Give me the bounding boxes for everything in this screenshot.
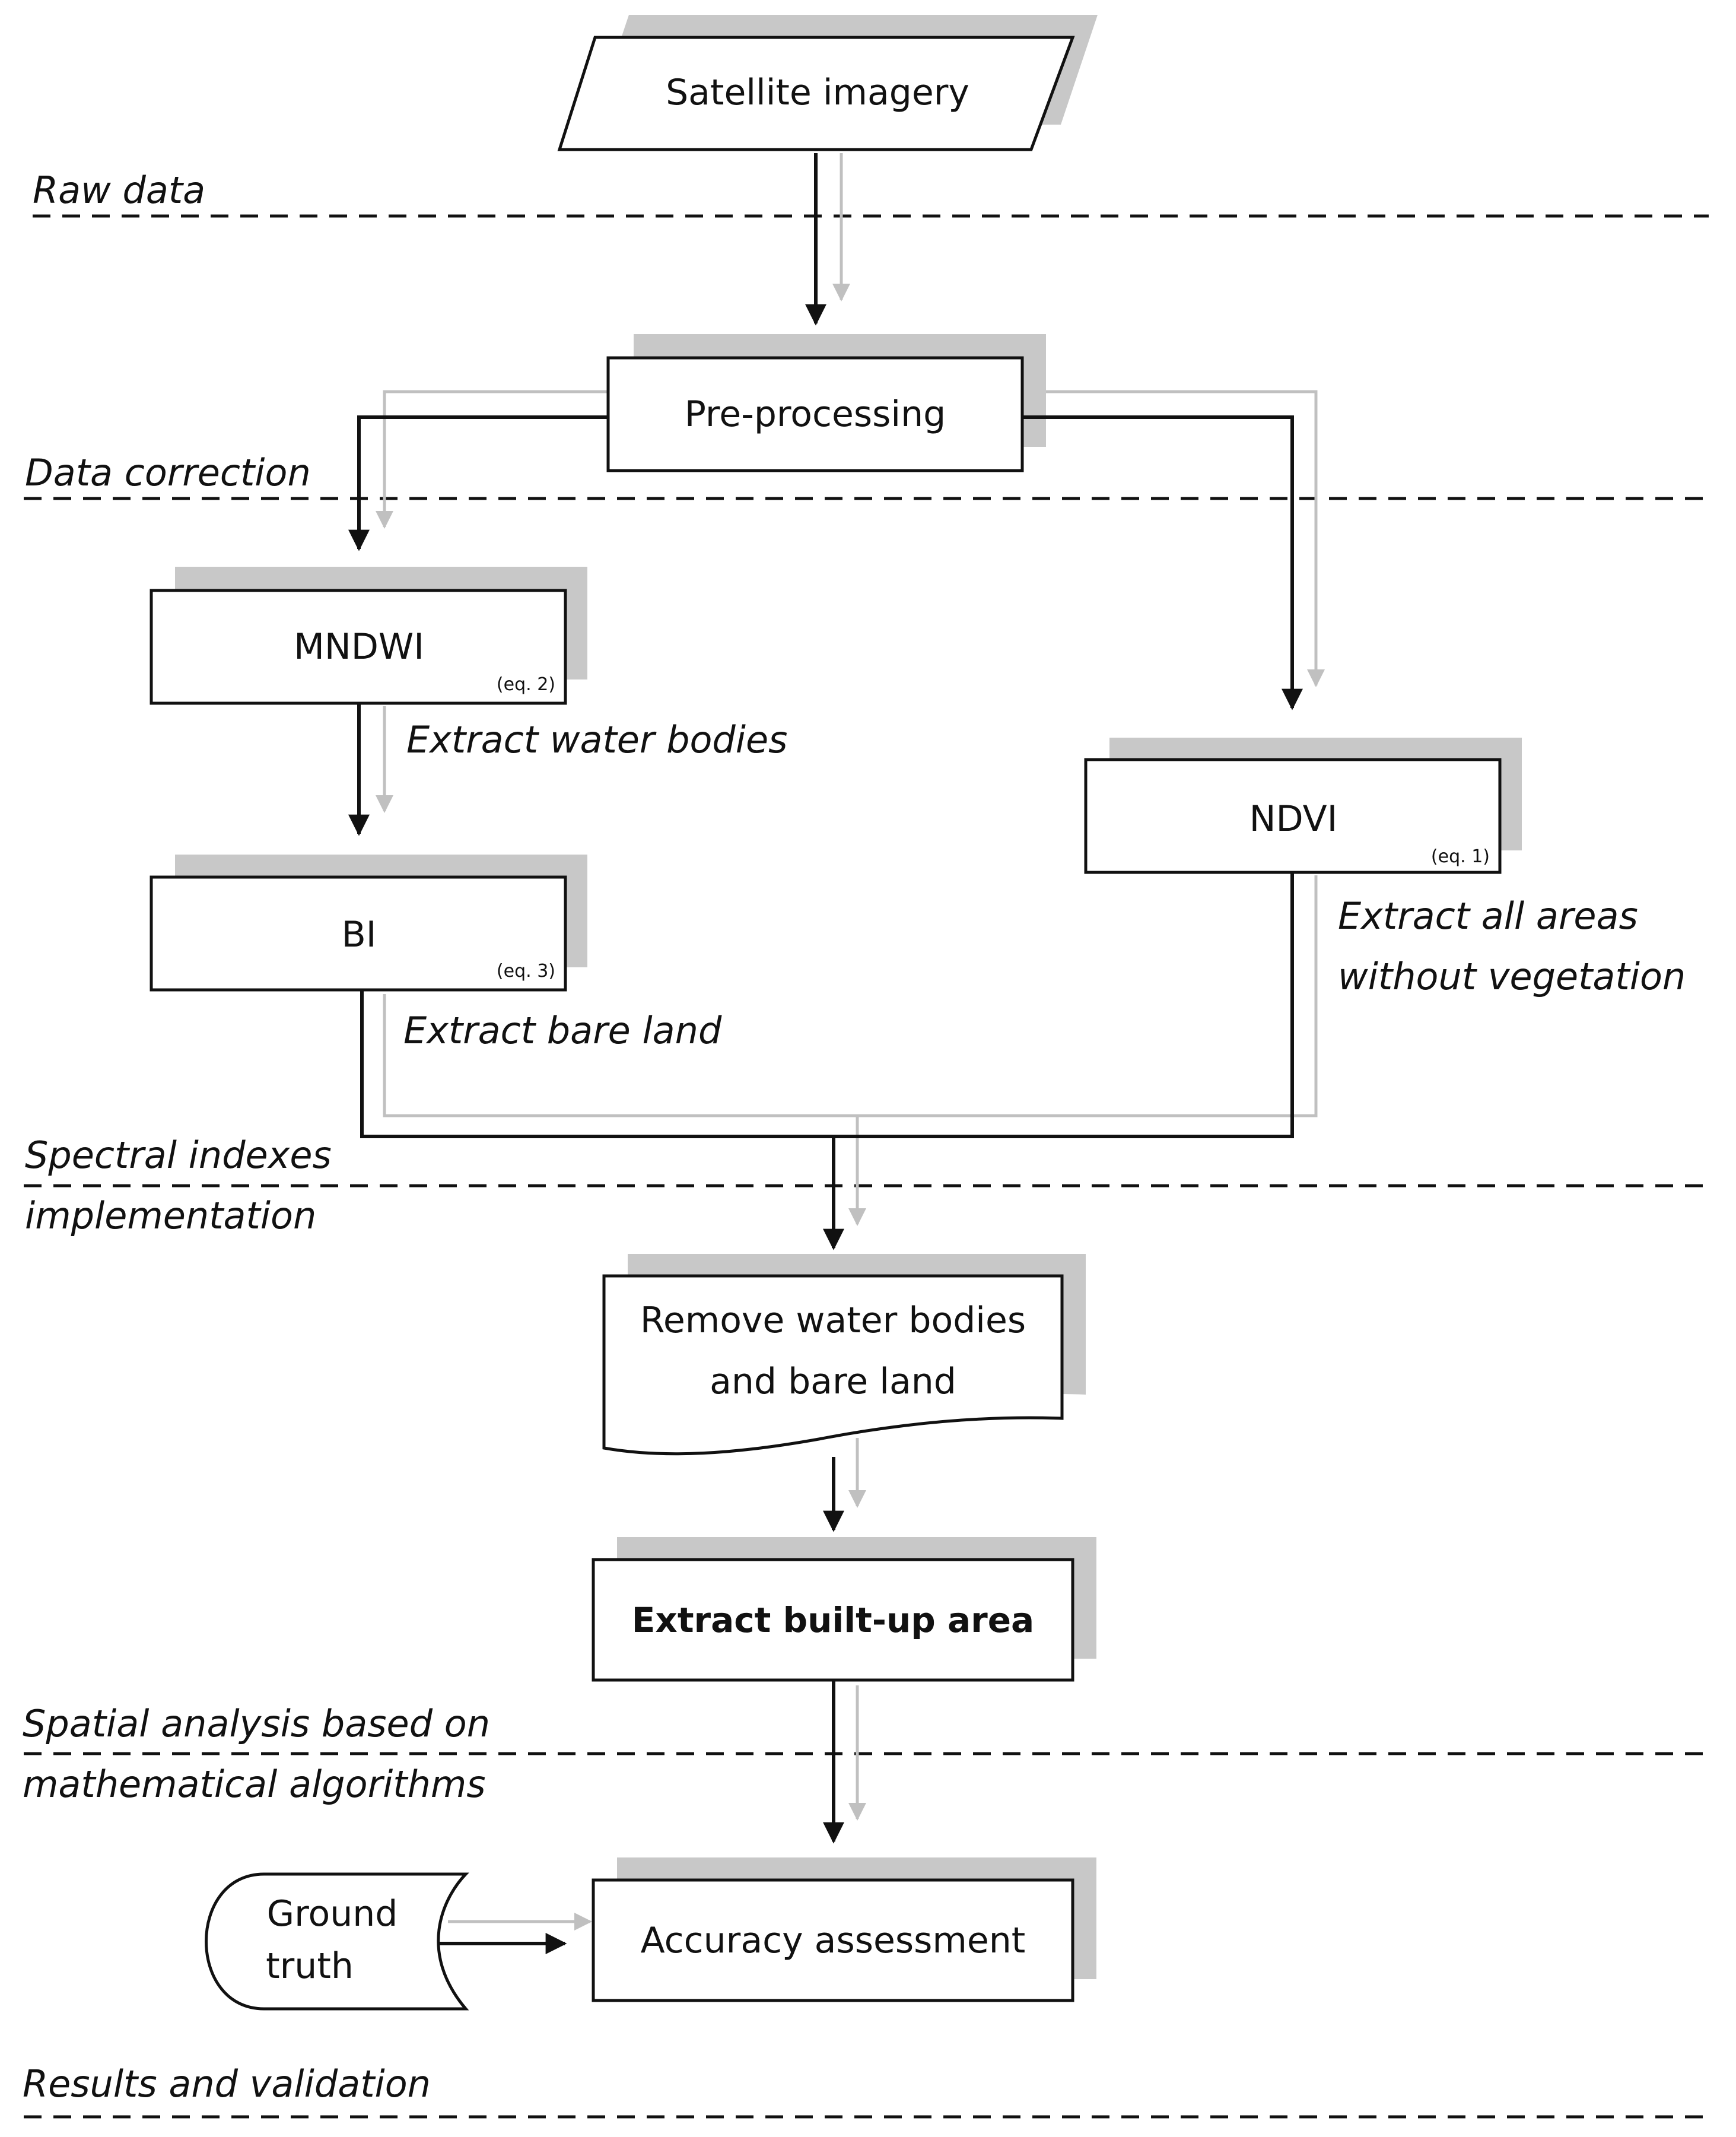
- mndwi-eq-label: (eq. 2): [497, 674, 555, 695]
- grey-merge-bi: [383, 994, 857, 1117]
- arrow-preprocess-ndvi: [1020, 415, 1303, 710]
- merge-ndvi: [834, 871, 1294, 1138]
- arrow-preprocess-mndwi: [348, 415, 608, 551]
- node-ground-truth: Ground truth: [205, 1872, 469, 2011]
- satellite-imagery-shape: [557, 36, 1075, 151]
- ground-truth-shape: [205, 1872, 469, 2011]
- pre-processing-label: Pre-processing: [685, 393, 946, 435]
- ndvi-shape: [1084, 758, 1502, 874]
- bi-shape: [150, 875, 567, 992]
- extract-built-up-shape: [592, 1558, 1074, 1682]
- node-satellite-imagery: Satellite imagery: [557, 36, 1075, 151]
- satellite-imagery-label: Satellite imagery: [666, 72, 969, 113]
- node-bi: BI (eq. 3): [150, 875, 567, 992]
- grey-merge-ndvi: [857, 875, 1318, 1117]
- note-extract-areas-1: Extract all areas: [1338, 894, 1638, 938]
- ground-truth-label-line2: truth: [266, 1945, 354, 1987]
- note-extract-water: Extract water bodies: [406, 718, 787, 761]
- node-ndvi: NDVI (eq. 1): [1084, 758, 1502, 874]
- merge-bi: [360, 990, 834, 1138]
- note-extract-areas-2: without vegetation: [1338, 955, 1686, 998]
- mndwi-label: MNDWI: [294, 626, 424, 668]
- node-extract-built-up: Extract built-up area: [592, 1558, 1074, 1682]
- shadows: [175, 15, 1522, 1979]
- stage-label-results: Results and validation: [23, 2062, 431, 2106]
- pre-processing-shape: [606, 356, 1024, 472]
- ndvi-label: NDVI: [1249, 798, 1338, 840]
- note-extract-bare: Extract bare land: [403, 1009, 722, 1052]
- stage-label-raw-data: Raw data: [33, 169, 205, 212]
- ground-truth-label-line1: Ground: [267, 1893, 398, 1935]
- node-mndwi: MNDWI (eq. 2): [150, 589, 567, 705]
- remove-label-line2: and bare land: [710, 1361, 956, 1402]
- ndvi-eq-label: (eq. 1): [1431, 846, 1490, 867]
- node-remove: Remove water bodies and bare land: [602, 1274, 1064, 1456]
- grey-connectors: [376, 153, 1325, 1930]
- stage-label-data-correction: Data correction: [25, 451, 311, 494]
- stage-label-spatial-2: mathematical algorithms: [23, 1763, 486, 1806]
- extract-built-up-label: Extract built-up area: [632, 1600, 1034, 1640]
- bi-label: BI: [342, 914, 377, 955]
- stage-label-spectral-2: implementation: [25, 1194, 316, 1237]
- grey-arrow-preprocess-ndvi: [1044, 390, 1325, 687]
- stage-separators: [24, 214, 1709, 2119]
- remove-label-line1: Remove water bodies: [640, 1300, 1026, 1341]
- remove-shape: [602, 1274, 1064, 1456]
- bi-eq-label: (eq. 3): [497, 961, 555, 982]
- stage-label-spatial-1: Spatial analysis based on: [23, 1702, 490, 1745]
- node-pre-processing: Pre-processing: [606, 356, 1024, 472]
- grey-arrow-preprocess-mndwi: [376, 390, 611, 529]
- black-connectors: [348, 153, 1303, 1954]
- node-accuracy-assessment: Accuracy assessment: [592, 1878, 1074, 2002]
- mndwi-shape: [150, 589, 567, 705]
- accuracy-assessment-shape: [592, 1878, 1074, 2002]
- stage-label-spectral-1: Spectral indexes: [25, 1133, 332, 1177]
- accuracy-assessment-label: Accuracy assessment: [641, 1920, 1026, 1961]
